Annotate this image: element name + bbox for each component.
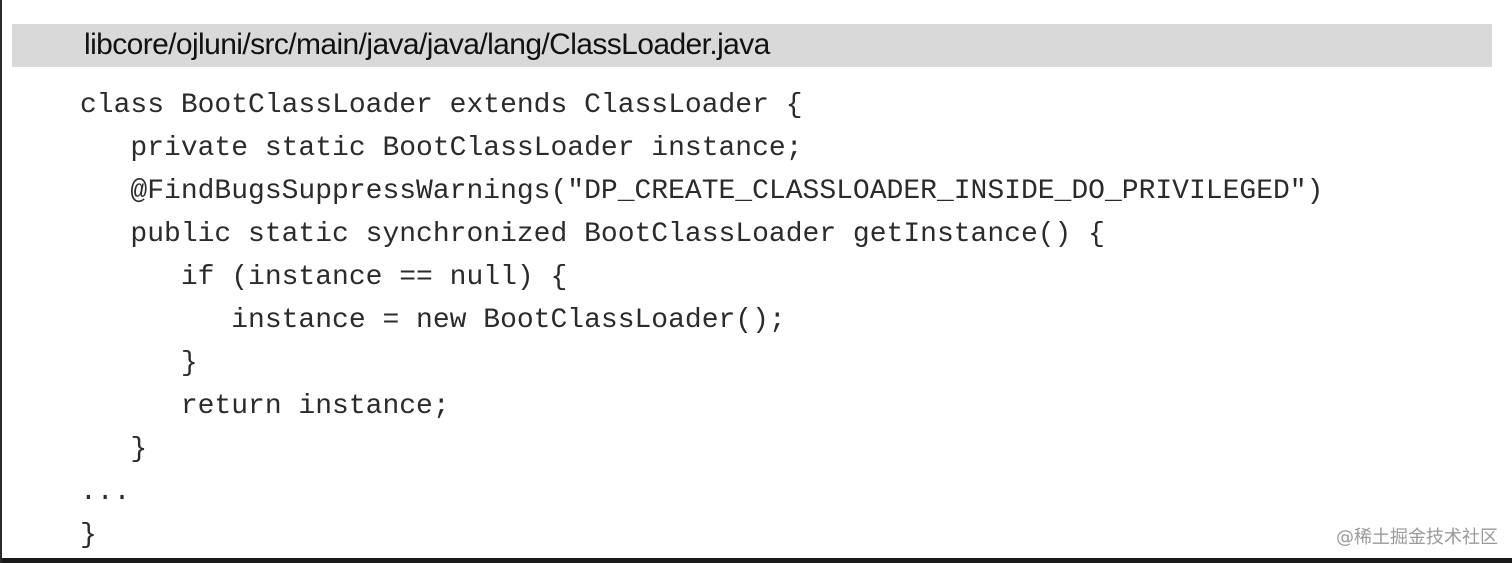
code-line: } [80, 348, 198, 379]
code-line: } [80, 520, 97, 551]
code-line: return instance; [80, 391, 450, 422]
code-line: ... [80, 477, 131, 508]
code-line: @FindBugsSuppressWarnings("DP_CREATE_CLA… [80, 176, 1324, 207]
file-header: libcore/ojluni/src/main/java/java/lang/C… [12, 24, 1492, 67]
code-line: public static synchronized BootClassLoad… [80, 219, 1105, 250]
code-line: } [80, 434, 148, 465]
code-line: if (instance == null) { [80, 262, 568, 293]
code-block: class BootClassLoader extends ClassLoade… [80, 84, 1480, 557]
watermark: @稀土掘金技术社区 [1336, 527, 1498, 548]
code-line: instance = new BootClassLoader(); [80, 305, 786, 336]
bottom-divider [2, 558, 1512, 563]
file-path: libcore/ojluni/src/main/java/java/lang/C… [84, 28, 770, 61]
code-line: private static BootClassLoader instance; [80, 133, 803, 164]
code-line: class BootClassLoader extends ClassLoade… [80, 90, 803, 121]
